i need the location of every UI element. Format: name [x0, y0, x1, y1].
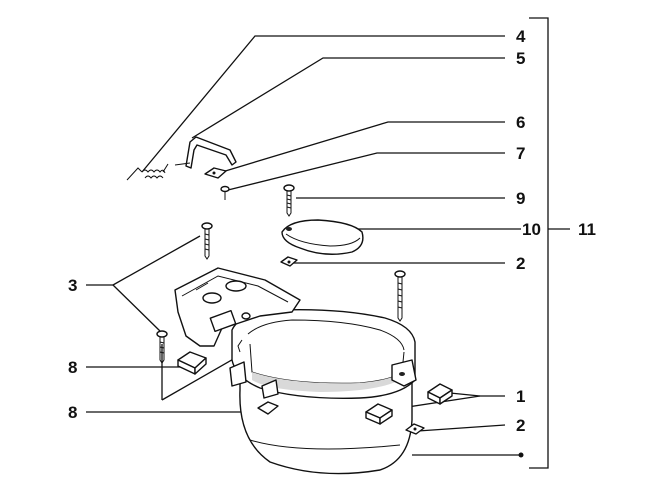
callout-8-lower: 8	[68, 403, 77, 422]
leader-lines	[86, 17, 570, 469]
rubber-pad-lower-part	[257, 401, 279, 415]
callout-labels: 4 5 6 7 9 10 11 2 3 8 8 1 2	[68, 27, 596, 435]
callout-9: 9	[516, 189, 525, 208]
callout-2-upper: 2	[516, 254, 525, 273]
callout-4: 4	[516, 27, 526, 46]
spring-part	[126, 163, 169, 181]
helmet-box-part	[174, 267, 417, 475]
callout-3: 3	[68, 276, 77, 295]
clip-part	[204, 167, 227, 179]
callout-6: 6	[516, 113, 525, 132]
nut-upper-part	[280, 256, 298, 267]
small-screw-part	[220, 185, 230, 200]
screw-long-part	[394, 270, 406, 322]
callout-2-lower: 2	[516, 416, 525, 435]
lid-part	[281, 219, 364, 255]
callout-10: 10	[522, 220, 541, 239]
lever-part	[174, 136, 237, 169]
callout-8-upper: 8	[68, 358, 77, 377]
screw-9-part	[283, 184, 295, 217]
nut-lower-part	[405, 423, 425, 435]
rubber-block-upper-part	[177, 351, 207, 375]
callout-11: 11	[578, 220, 596, 239]
rubber-block-right-part	[365, 383, 453, 425]
screw-3b-part	[156, 330, 168, 364]
screw-3a-part	[201, 222, 213, 260]
callout-7: 7	[516, 144, 525, 163]
callout-5: 5	[516, 49, 525, 68]
callout-1: 1	[516, 387, 525, 406]
